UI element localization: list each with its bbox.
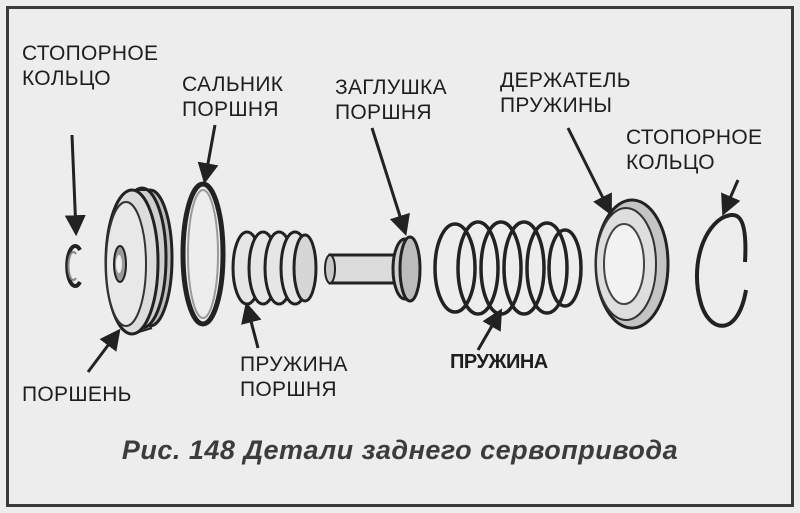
spring-part bbox=[433, 220, 583, 316]
label-piston: ПОРШЕНЬ bbox=[22, 383, 132, 406]
figure-caption: Рис. 148 Детали заднего сервопривода bbox=[121, 435, 679, 465]
label-spring-retainer: ДЕРЖАТЕЛЬ ПРУЖИНЫ bbox=[500, 69, 631, 117]
label-piston-spring: ПРУЖИНА ПОРШНЯ bbox=[240, 353, 348, 401]
label-snap-ring-right: СТОПОРНОЕ КОЛЬЦО bbox=[626, 126, 763, 174]
snap-ring-left-part bbox=[65, 244, 82, 288]
leader-arrows bbox=[64, 124, 741, 373]
label-piston-seal: САЛЬНИК ПОРШНЯ bbox=[182, 73, 284, 121]
snap-ring-right-part bbox=[695, 213, 748, 328]
spring-retainer-part bbox=[594, 198, 670, 330]
piston-part bbox=[104, 186, 174, 336]
label-piston-plug: ЗАГЛУШКА ПОРШНЯ bbox=[335, 76, 447, 124]
label-spring: ПРУЖИНА bbox=[450, 351, 548, 373]
piston-seal-part bbox=[180, 181, 226, 327]
label-snap-ring-left: СТОПОРНОЕ КОЛЬЦО bbox=[22, 42, 159, 90]
piston-plug-part bbox=[324, 235, 422, 303]
piston-spring-part bbox=[231, 230, 318, 306]
